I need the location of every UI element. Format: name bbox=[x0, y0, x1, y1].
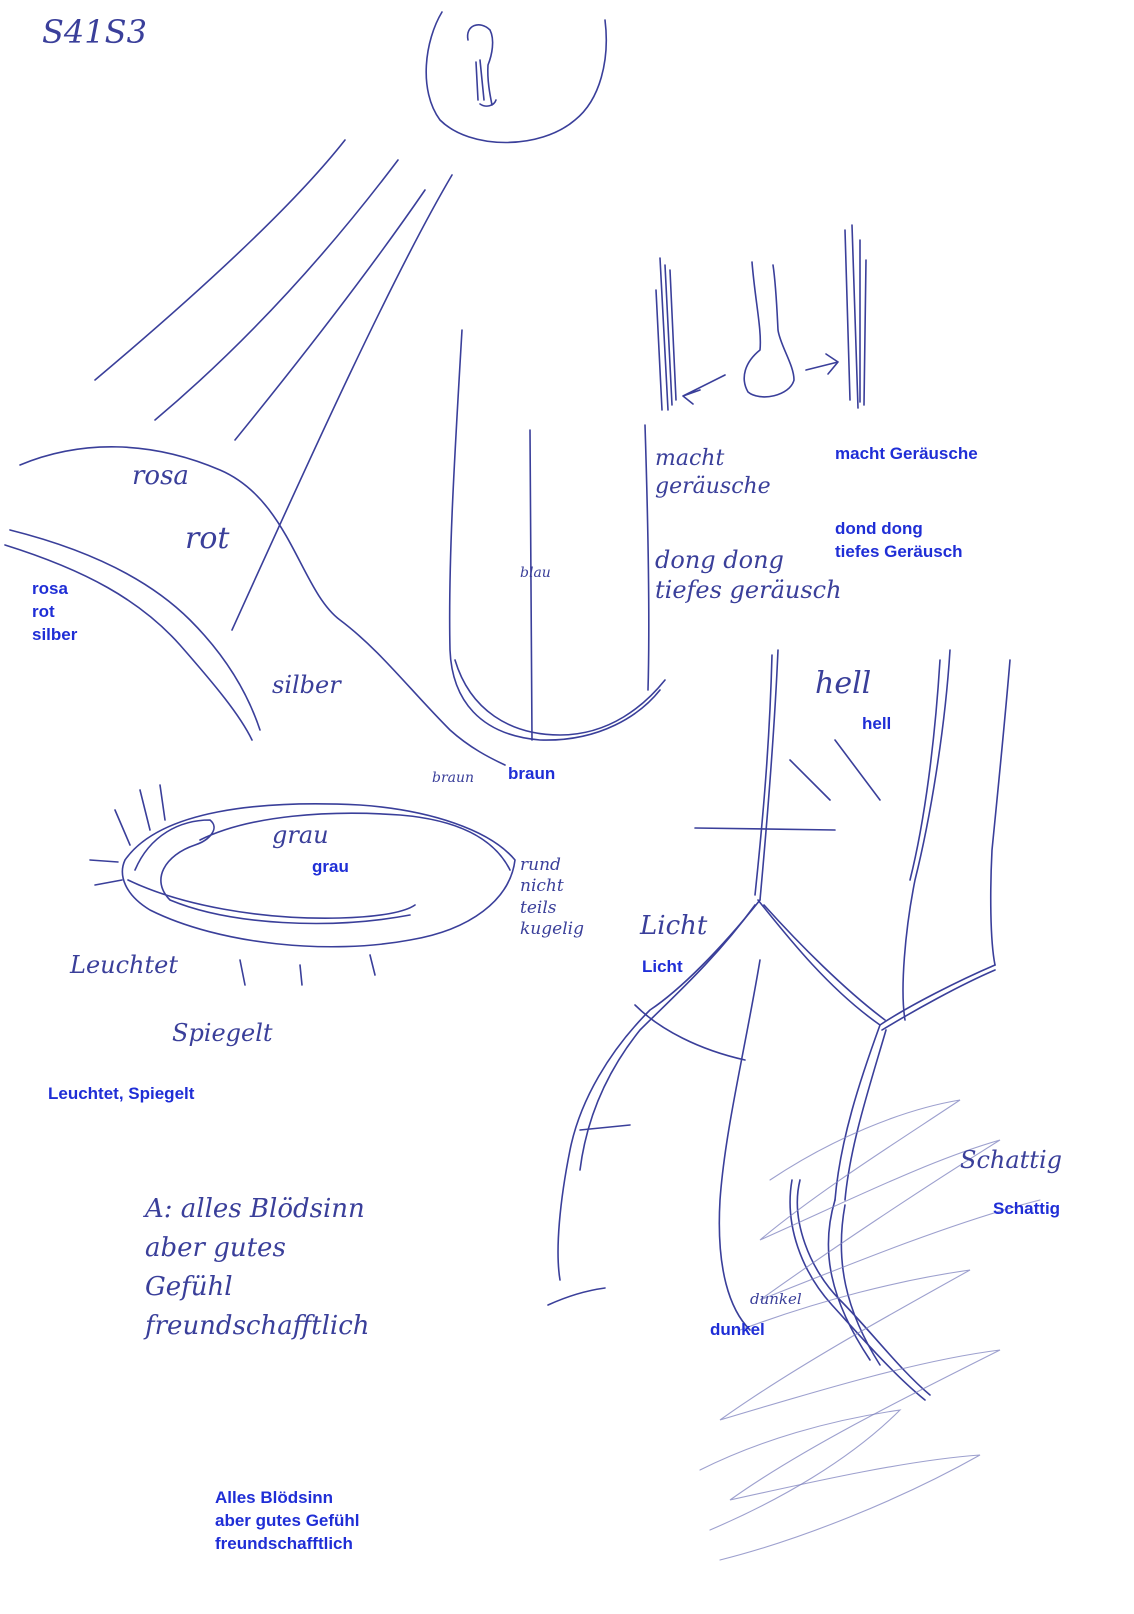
handwritten-blau: blau bbox=[520, 565, 551, 583]
handwritten-schattig: Schattig bbox=[960, 1145, 1062, 1175]
handwritten-hell: hell bbox=[815, 665, 871, 703]
light-rays-sketch bbox=[95, 140, 452, 630]
label-grau: grau bbox=[312, 856, 349, 879]
handwritten-alles-bloedsinn: A: alles Blödsinn aber gutes Gefühl freu… bbox=[145, 1190, 370, 1346]
handwritten-rot: rot bbox=[185, 520, 229, 558]
label-rosa-rot-silber: rosa rot silber bbox=[32, 578, 77, 647]
lamp-sketch bbox=[426, 12, 606, 143]
handwritten-rosa: rosa bbox=[132, 460, 189, 493]
handwritten-silber: silber bbox=[272, 670, 341, 700]
label-braun: braun bbox=[508, 763, 555, 786]
label-schattig: Schattig bbox=[993, 1198, 1060, 1221]
sheet-id: S41S3 bbox=[42, 12, 147, 52]
label-dond-dong: dond dong tiefes Geräusch bbox=[835, 518, 963, 564]
curved-surface-sketch bbox=[5, 447, 505, 765]
handwritten-grau: grau bbox=[272, 820, 329, 850]
label-leuchtet-spiegelt: Leuchtet, Spiegelt bbox=[48, 1083, 194, 1106]
handwritten-dunkel: dunkel bbox=[750, 1290, 802, 1309]
label-macht-geraeusche: macht Geräusche bbox=[835, 443, 978, 466]
gong-sketch bbox=[656, 225, 866, 410]
handwritten-rund: rund nicht teils kugelig bbox=[520, 855, 584, 940]
handwritten-leuchtet: Leuchtet bbox=[70, 950, 178, 980]
handwritten-licht: Licht bbox=[640, 910, 707, 943]
label-hell: hell bbox=[862, 713, 891, 736]
handwritten-spiegelt: Spiegelt bbox=[172, 1018, 273, 1048]
label-licht: Licht bbox=[642, 956, 683, 979]
column-sketch bbox=[450, 330, 665, 740]
handwritten-braun: braun bbox=[432, 770, 474, 788]
label-dunkel: dunkel bbox=[710, 1319, 765, 1342]
handwritten-ding-dong: dong dong tiefes geräusch bbox=[655, 545, 842, 605]
figure-sketch bbox=[548, 650, 1010, 1400]
handwritten-macht-geraeusche: macht geräusche bbox=[655, 445, 771, 500]
label-alles-bloedsinn: Alles Blödsinn aber gutes Gefühl freunds… bbox=[215, 1487, 360, 1556]
